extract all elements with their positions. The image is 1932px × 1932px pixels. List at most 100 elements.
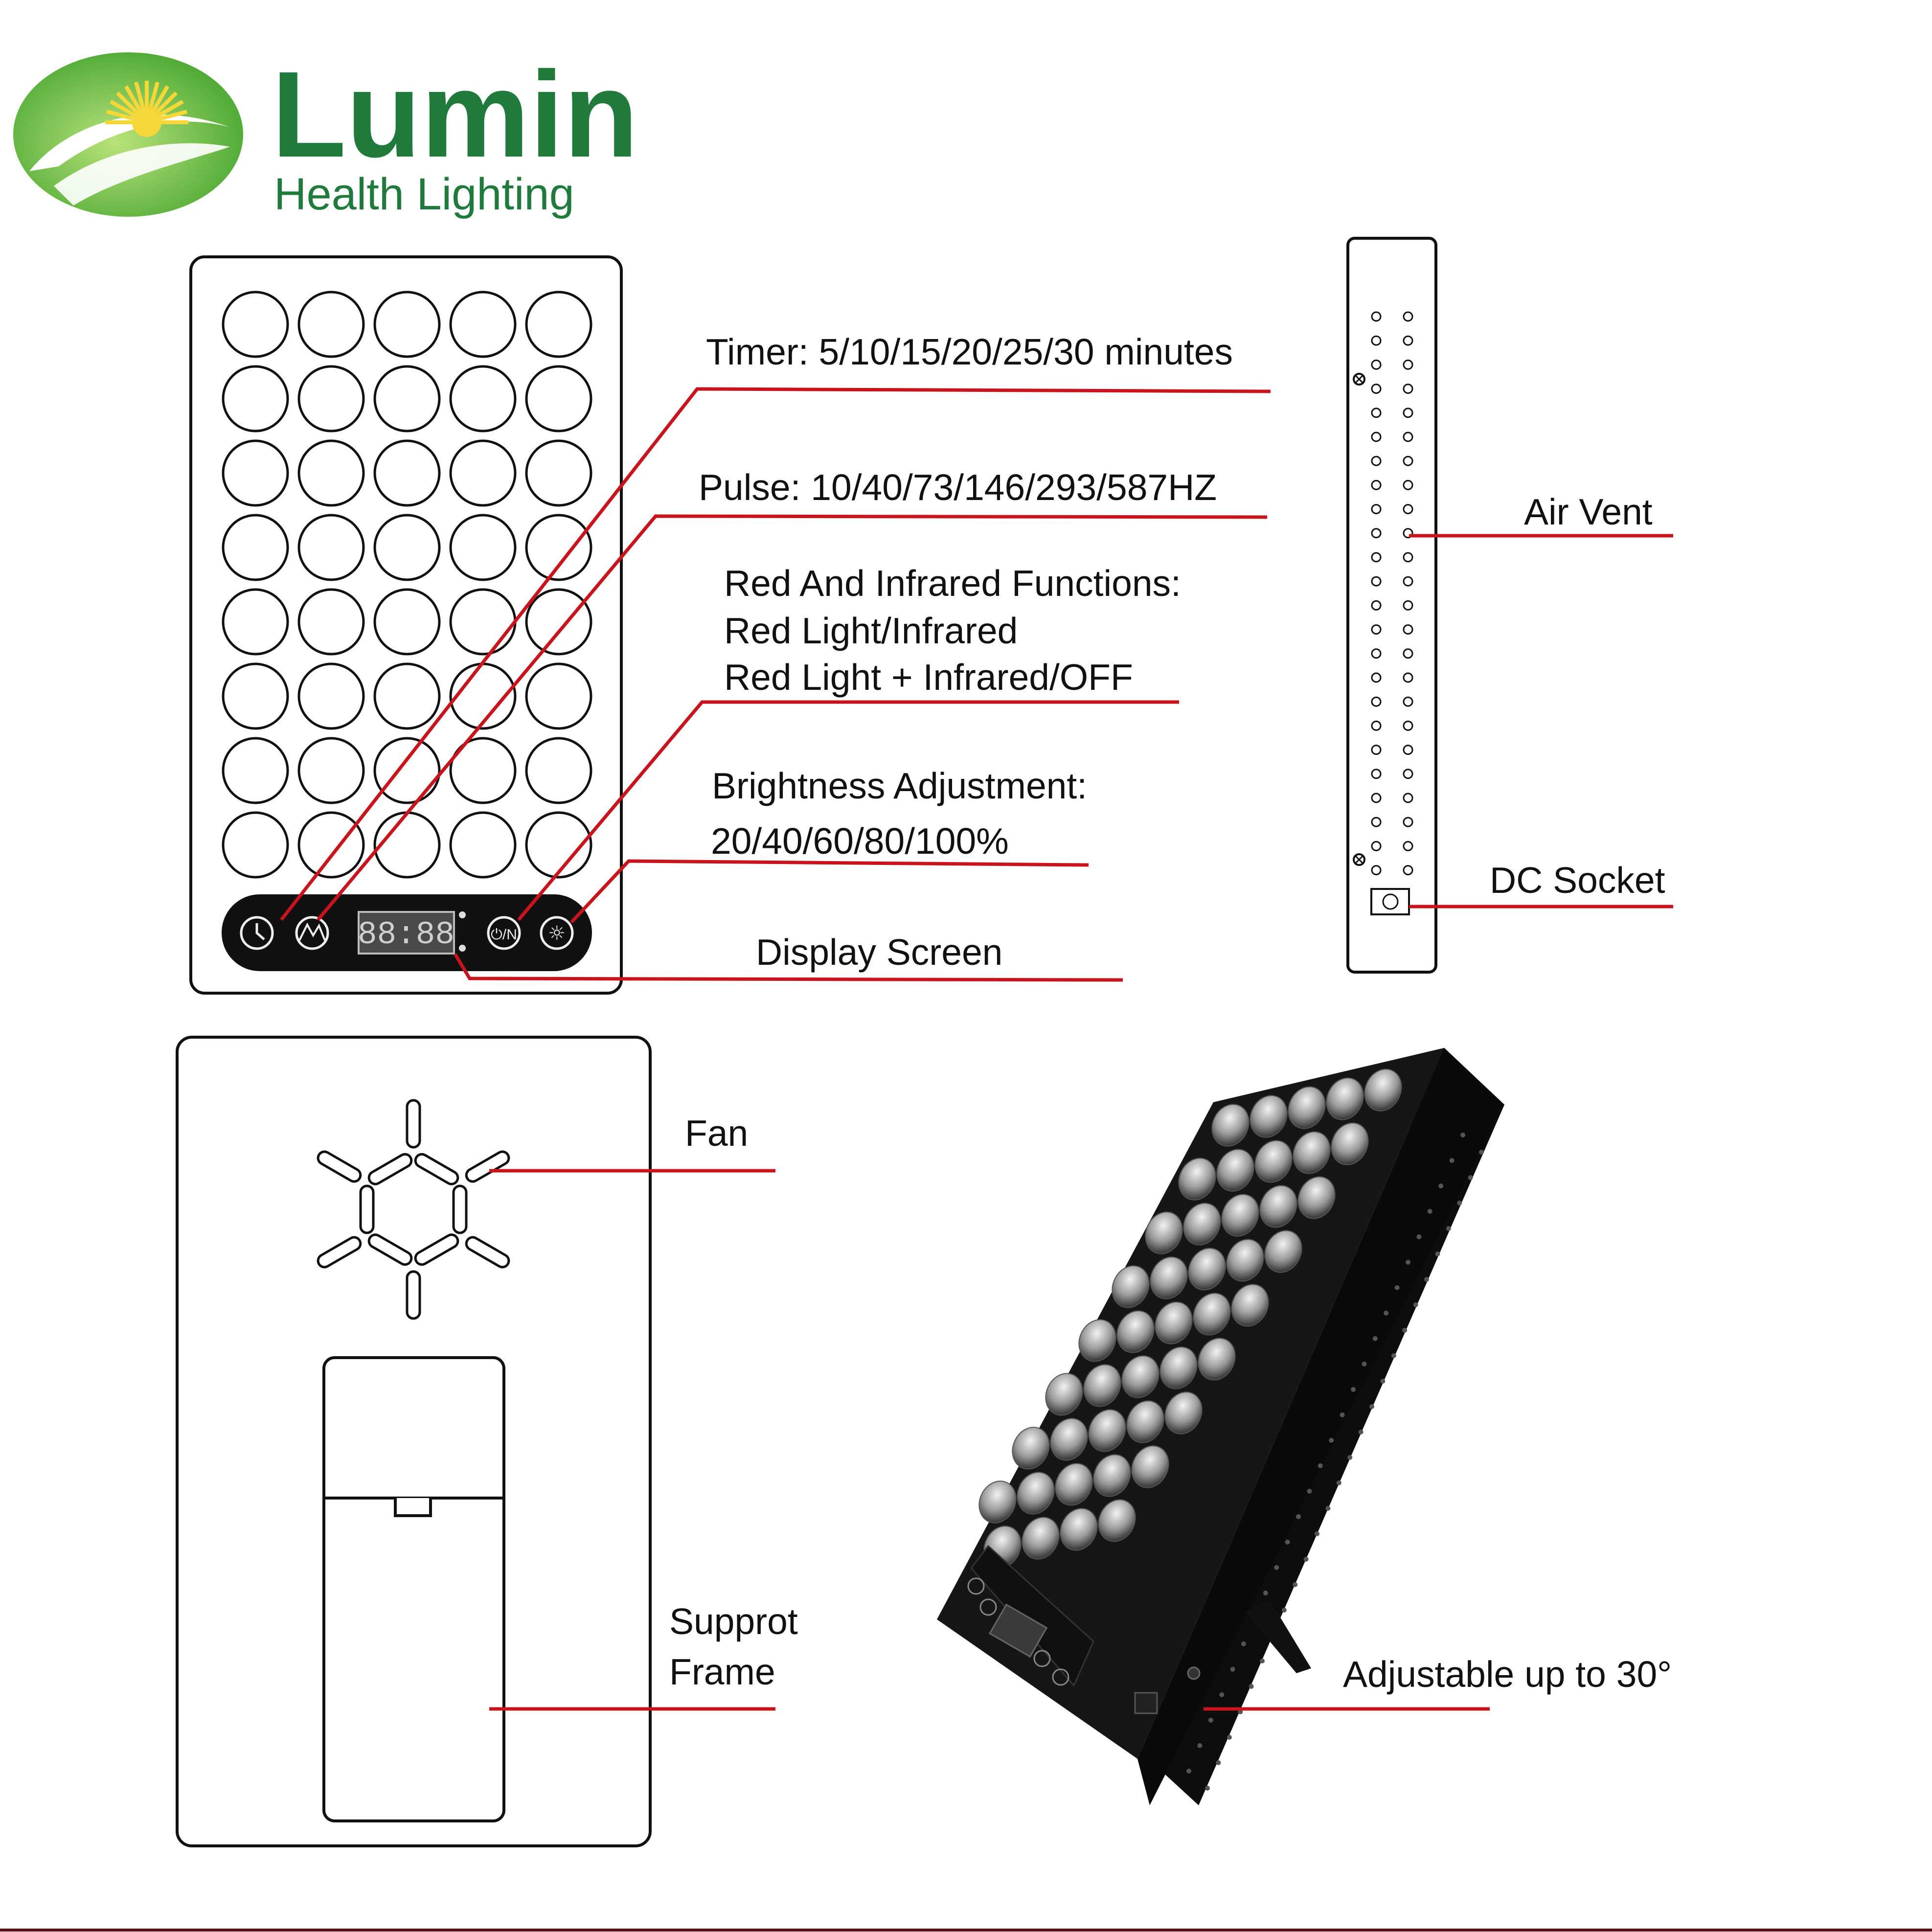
vent-hole [1403, 769, 1413, 779]
side-vent-dot [1384, 1311, 1389, 1316]
fan-slot [359, 1184, 375, 1234]
side-vent-dot [1303, 1557, 1309, 1562]
led-lens [1288, 1086, 1326, 1129]
led-lens [978, 1480, 1017, 1523]
side-vent-dot [1318, 1463, 1323, 1468]
led-lens [1155, 1301, 1193, 1344]
led-circle [222, 588, 289, 656]
vent-hole [1371, 600, 1382, 611]
vent-hole [1403, 624, 1413, 635]
led-circle [373, 588, 441, 656]
side-vent-dot [1219, 1692, 1225, 1697]
display-screen: 88:88 [358, 911, 455, 955]
led-lens [1083, 1364, 1121, 1407]
screw-lower [1353, 853, 1365, 866]
screw-upper [1353, 373, 1365, 386]
vent-hole [1403, 817, 1413, 827]
fan-slot [367, 1153, 413, 1185]
vent-hole [1403, 552, 1413, 563]
vent-hole [1403, 455, 1413, 466]
side-vent-dot [1372, 1336, 1378, 1341]
vent-hole [1403, 504, 1413, 515]
side-vent-dot [1406, 1260, 1410, 1265]
led-circle [297, 514, 365, 581]
side-vent-dot [1249, 1684, 1254, 1689]
vent-hole [1371, 841, 1382, 851]
led-lens [1164, 1391, 1203, 1434]
vent-hole [1371, 817, 1382, 827]
indicator-dot-lower [459, 945, 466, 952]
display-label: Display Screen [756, 932, 1002, 973]
led-grid [222, 291, 592, 879]
vent-hole [1403, 479, 1413, 490]
sun-brightness-icon: ☼ [548, 922, 566, 945]
led-circle [297, 588, 365, 656]
side-vent-dot [1281, 1608, 1287, 1613]
brand-logo: Lumin Health Lighting [13, 46, 638, 219]
timer-label: Timer: 5/10/15/20/25/30 minutes [706, 331, 1233, 372]
support-frame-label-line2: Frame [669, 1651, 775, 1692]
led-lens [1250, 1095, 1288, 1138]
led-lens [1259, 1185, 1297, 1228]
vent-hole [1371, 793, 1382, 803]
side-vent-dot [1340, 1412, 1345, 1417]
vent-hole [1403, 432, 1413, 442]
device-side-vents [1186, 1133, 1484, 1791]
led-circle [525, 439, 592, 507]
side-vent-dot [1413, 1302, 1418, 1307]
led-lens [1060, 1508, 1098, 1551]
led-lens [1078, 1319, 1116, 1362]
vent-hole [1371, 720, 1382, 731]
vent-hole [1403, 696, 1413, 707]
vent-hole [1371, 552, 1382, 563]
led-circle [449, 439, 517, 507]
device-display [988, 1603, 1048, 1658]
device-control-panel [967, 1545, 1094, 1687]
air-vent-label: Air Vent [1524, 491, 1653, 532]
led-circle [297, 811, 365, 879]
vent-hole [1371, 384, 1382, 394]
fan-slot [414, 1153, 459, 1185]
side-vent-dot [1449, 1158, 1455, 1163]
led-circle [525, 588, 592, 656]
led-circle [373, 291, 441, 358]
side-vent-dot [1293, 1582, 1298, 1587]
control-bar: 88:88 ⏻/N ☼ [222, 894, 592, 971]
led-circle [297, 737, 365, 804]
side-view: Air Vent DC Socket [1346, 237, 1673, 974]
side-vent-dot [1285, 1540, 1290, 1545]
leaf-sun-emblem [13, 52, 243, 217]
side-vent-dot [1241, 1641, 1246, 1646]
led-circle [449, 291, 517, 358]
side-vent-dot [1329, 1438, 1334, 1443]
led-lens [1088, 1409, 1126, 1452]
device-kickstand [1245, 1600, 1311, 1673]
side-vent-dot [1394, 1285, 1400, 1290]
led-lens [1045, 1373, 1083, 1416]
vent-hole [1371, 335, 1382, 346]
led-lens [1098, 1499, 1136, 1542]
side-vent-dot [1307, 1489, 1312, 1494]
timer-leader [280, 387, 1271, 921]
led-lens [1216, 1149, 1254, 1192]
led-lens [1293, 1131, 1331, 1174]
vent-hole [1403, 865, 1413, 876]
brightness-label-line2: 20/40/60/80/100% [711, 820, 1009, 862]
led-lens [1297, 1176, 1336, 1219]
led-lens [1022, 1517, 1060, 1560]
vent-hole [1371, 528, 1382, 539]
led-lens [1364, 1068, 1402, 1112]
fan-label: Fan [685, 1113, 748, 1154]
indicator-dot-upper [459, 911, 466, 918]
side-vent-dot [1351, 1387, 1356, 1392]
vent-hole [1403, 720, 1413, 731]
led-circle [525, 291, 592, 358]
vent-hole [1371, 865, 1382, 876]
led-lens [1198, 1338, 1236, 1381]
led-circle [373, 737, 441, 804]
vent-hole [1403, 648, 1413, 659]
side-vent-dot [1427, 1209, 1432, 1214]
vent-hole [1371, 648, 1382, 659]
led-lens [1326, 1077, 1364, 1120]
vent-hole [1403, 408, 1413, 418]
